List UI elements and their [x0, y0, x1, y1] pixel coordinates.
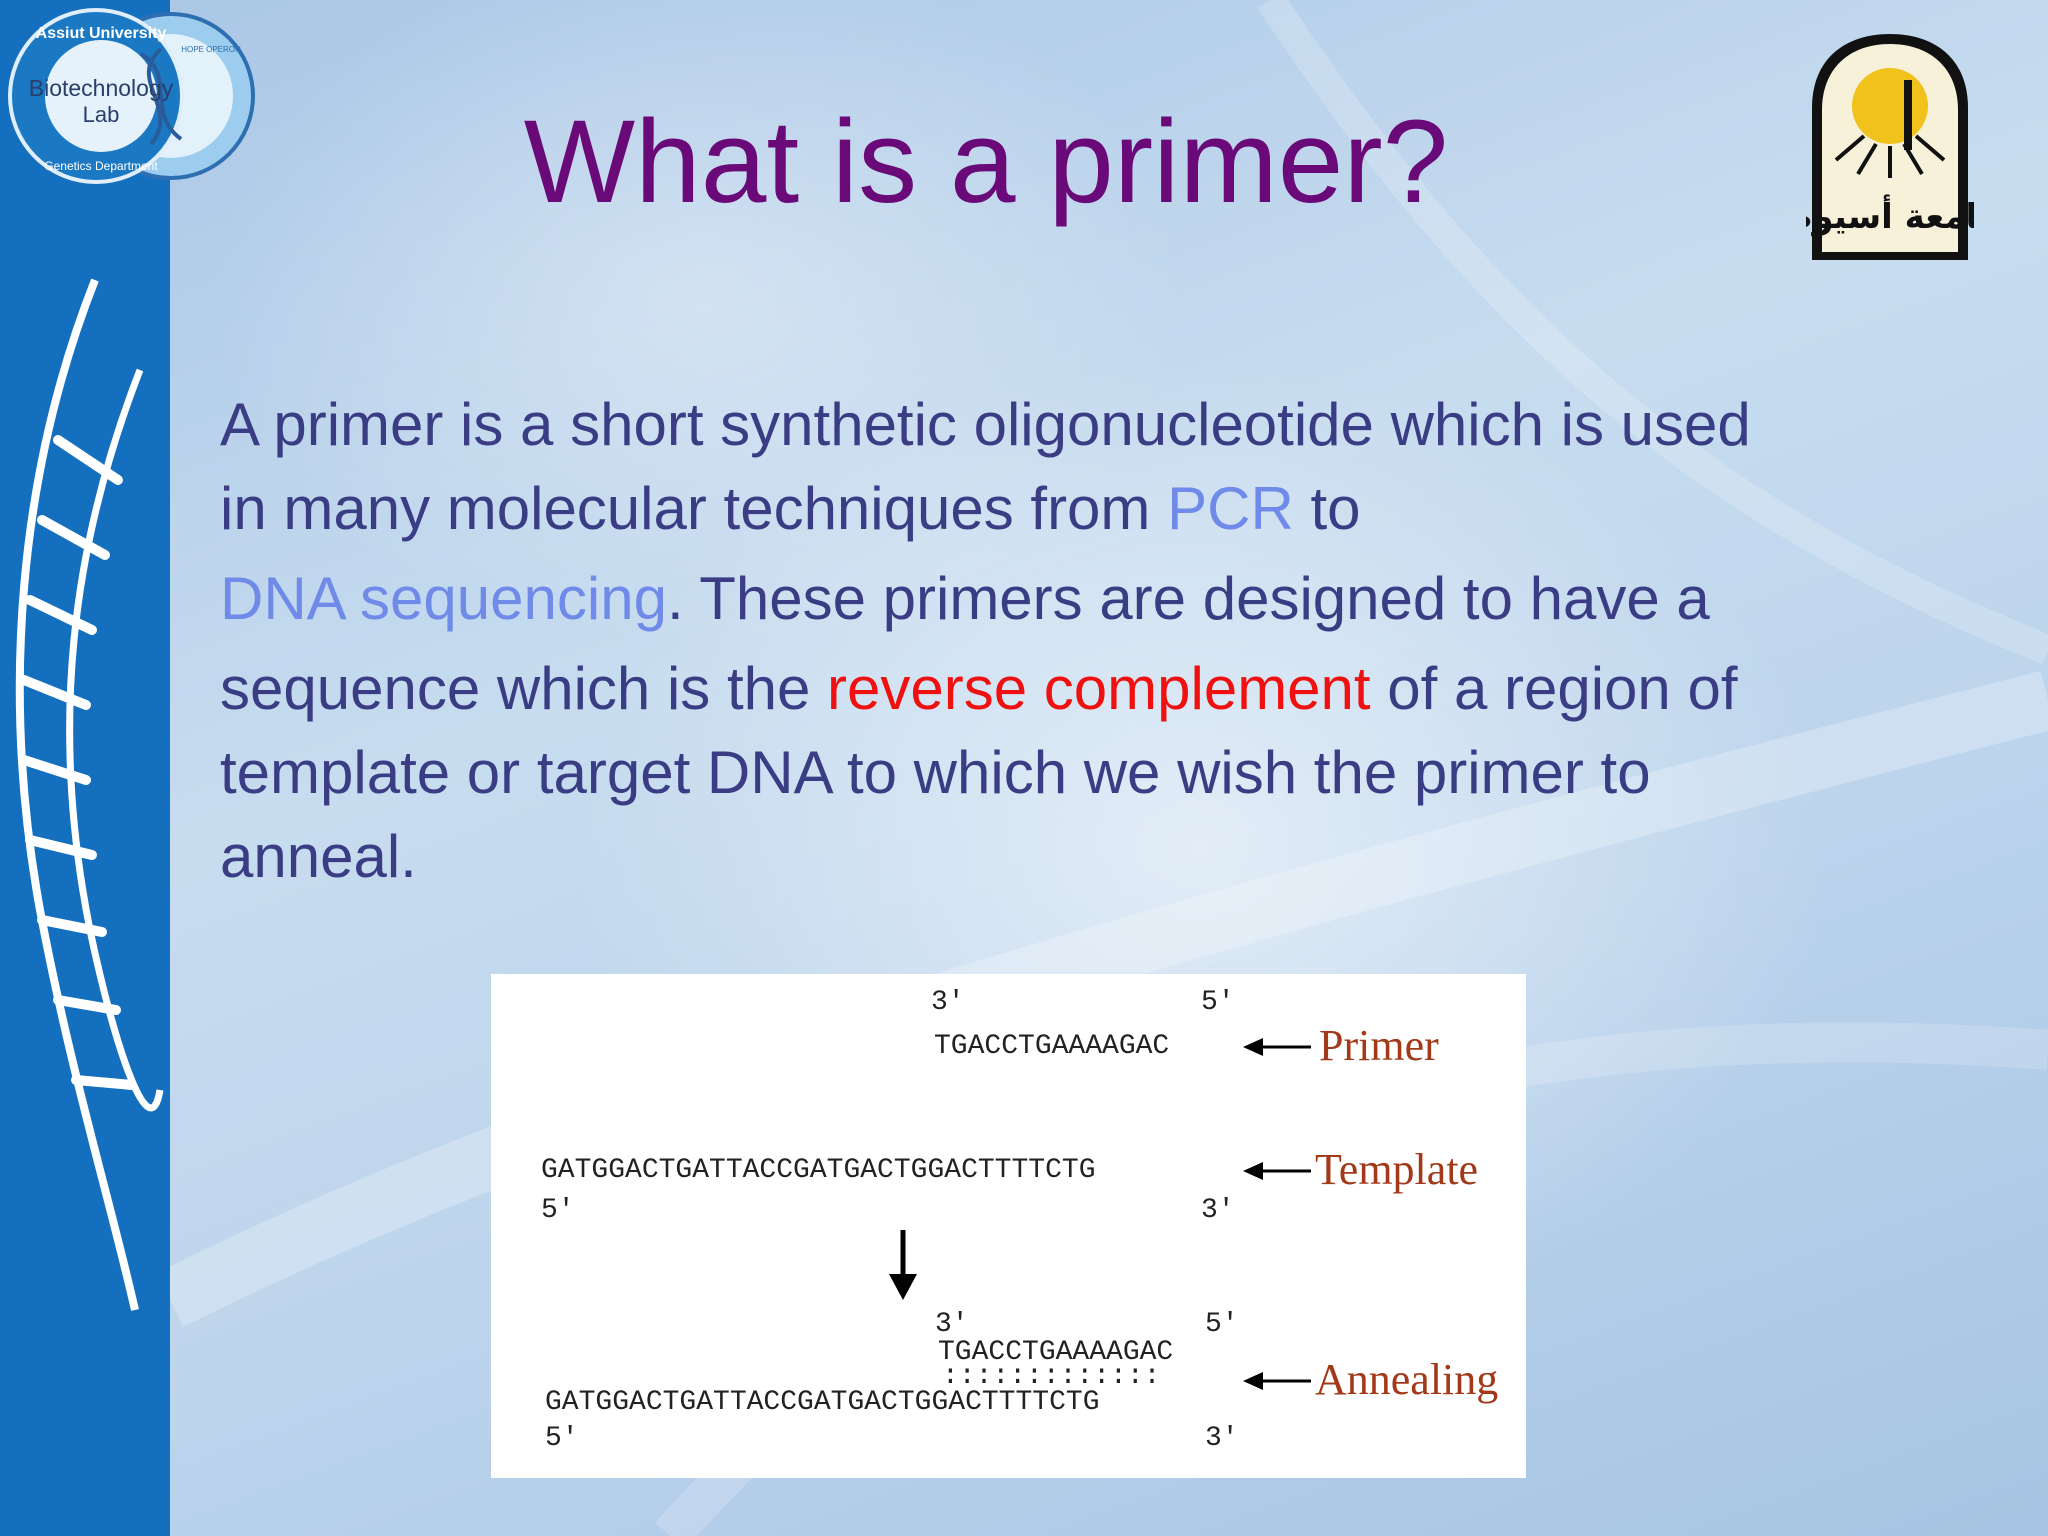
template-end-3: 3′ [1201, 1195, 1235, 1226]
body-line-5: template or target DNA to which we wish … [220, 739, 1651, 806]
lab-logo-badge: HOPE OPERON [181, 45, 241, 54]
biotechnology-lab-logo: Biotechnology Lab Assiut University Gene… [8, 8, 255, 184]
body-line-3: DNA sequencing. These primers are design… [220, 565, 1710, 632]
template-arrow-icon [1243, 1162, 1311, 1180]
annealed-base-pair-bonds: ::::::::::::: [942, 1361, 1161, 1392]
left-sidebar-band [0, 0, 170, 1536]
primer-arrow-icon [1243, 1038, 1311, 1056]
primer-end-3: 3′ [931, 987, 965, 1018]
annealing-label: Annealing [1315, 1355, 1499, 1404]
slide-title: What is a primer? [523, 96, 1449, 228]
university-logo-text: جامعة أسيوط [1806, 194, 1974, 237]
annealed-template-end-5: 5′ [545, 1423, 579, 1454]
body-line-2: in many molecular techniques from PCR to [220, 475, 1361, 542]
dna-helix-graphic [15, 278, 164, 1311]
annealed-primer-end-3: 3′ [935, 1309, 969, 1340]
annealed-primer-end-5: 5′ [1205, 1309, 1239, 1340]
template-label: Template [1315, 1145, 1479, 1194]
body-line-1: A primer is a short synthetic oligonucle… [220, 391, 1751, 458]
down-arrow-icon [889, 1230, 917, 1300]
primer-annealing-diagram: 3′ 5′ TGACCTGAAAAGAC Primer GATGGACTGATT… [491, 974, 1526, 1478]
lab-logo-arc-bottom: Genetics Department [44, 159, 158, 173]
lab-logo-arc-top: Assiut University [36, 25, 167, 42]
annealed-template-end-3: 3′ [1205, 1423, 1239, 1454]
template-end-5: 5′ [541, 1195, 575, 1226]
reverse-complement-highlight: reverse complement [827, 655, 1371, 722]
lab-logo-line1: Biotechnology [29, 75, 174, 101]
annealed-primer-sequence: TGACCTGAAAAGAC [938, 1337, 1174, 1368]
body-line-4: sequence which is the reverse complement… [220, 655, 1738, 722]
pcr-link[interactable]: PCR [1167, 475, 1294, 542]
annealed-template-sequence: GATGGACTGATTACCGATGACTGGACTTTTCTG [545, 1387, 1100, 1418]
primer-sequence: TGACCTGAAAAGAC [934, 1031, 1170, 1062]
dna-sequencing-link[interactable]: DNA sequencing [220, 565, 667, 632]
primer-end-5: 5′ [1201, 987, 1235, 1018]
annealing-arrow-icon [1243, 1372, 1311, 1390]
template-sequence: GATGGACTGATTACCGATGACTGGACTTTTCTG [541, 1155, 1096, 1186]
assiut-university-logo: جامعة أسيوط [1806, 34, 1974, 260]
primer-label: Primer [1319, 1021, 1439, 1070]
lab-logo-line2: Lab [83, 102, 120, 127]
body-line-6: anneal. [220, 823, 417, 890]
